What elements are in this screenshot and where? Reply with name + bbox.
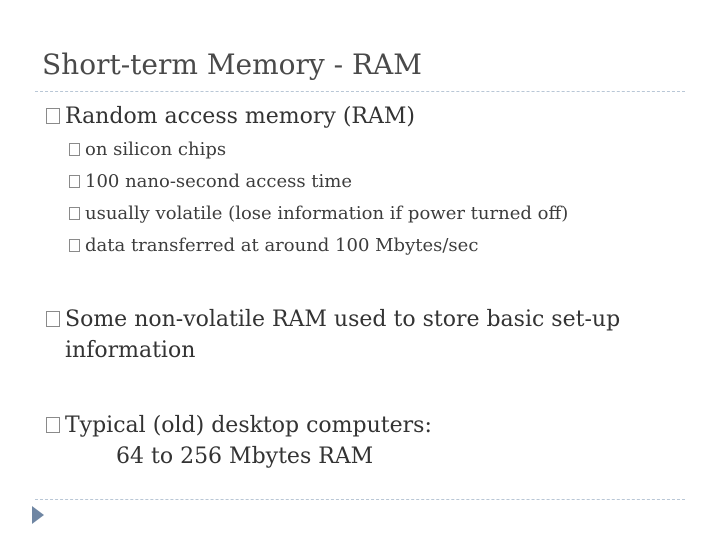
sub-bullet-text: usually volatile (lose information if po… [85,203,569,224]
square-bullet-icon [46,417,60,433]
square-bullet-icon [69,175,80,188]
sub-bullet-item: usually volatile (lose information if po… [69,203,568,224]
bullet-text: Some non-volatile RAM used to store basi… [65,307,621,332]
sub-bullet-text: on silicon chips [85,139,227,160]
sub-bullet-item: on silicon chips [69,139,226,160]
sub-bullet-text: 100 nano-second access time [85,171,353,192]
play-triangle-icon [32,506,44,524]
square-bullet-icon [46,311,60,327]
title-divider [35,91,685,92]
sub-bullet-text: data transferred at around 100 Mbytes/se… [85,235,479,256]
square-bullet-icon [46,108,60,124]
bullet-continuation: 64 to 256 Mbytes RAM [116,444,374,469]
square-bullet-icon [69,143,80,156]
bullet-text: Typical (old) desktop computers: [65,413,432,438]
bullet-item: Typical (old) desktop computers: [46,413,432,438]
bullet-continuation: information [65,338,196,363]
slide-title: Short-term Memory - RAM [42,48,422,81]
sub-bullet-item: 100 nano-second access time [69,171,352,192]
square-bullet-icon [69,239,80,252]
square-bullet-icon [69,207,80,220]
bullet-item: Some non-volatile RAM used to store basi… [46,307,620,332]
sub-bullet-item: data transferred at around 100 Mbytes/se… [69,235,478,256]
bullet-item: Random access memory (RAM) [46,104,415,129]
footer-divider [35,499,685,500]
bullet-text: Random access memory (RAM) [65,104,415,129]
